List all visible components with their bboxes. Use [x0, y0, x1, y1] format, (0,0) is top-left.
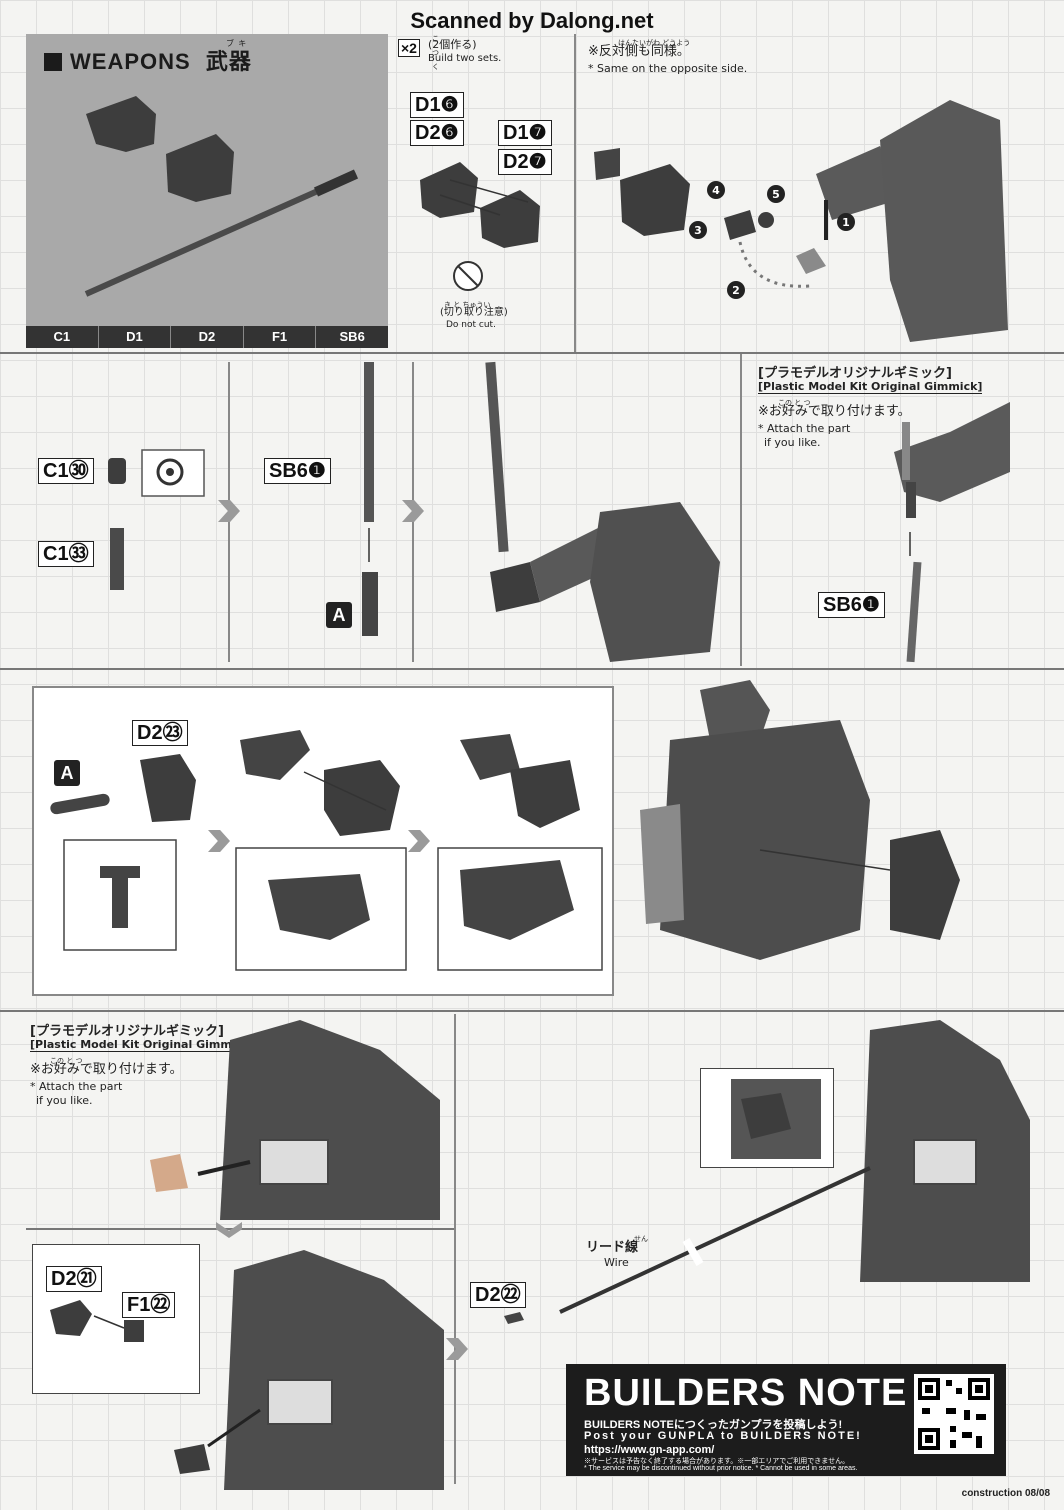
gimmick-heading-en: [Plastic Model Kit Original Gimmick] [758, 380, 983, 394]
marker-a: A [54, 760, 80, 786]
wire-ruby: せん [634, 1235, 648, 1243]
gimmick-heading-jp-2: [プラモデルオリジナルギミック] [30, 1024, 224, 1039]
part-label-c1-33: C1㉝ [38, 541, 94, 567]
no-cut-ruby: き と ちゅうい [444, 301, 491, 309]
gimmick-heading-jp: [プラモデルオリジナルギミック] [758, 366, 952, 381]
col-divider-top [574, 34, 576, 352]
hand-detail-illustration [731, 1079, 821, 1159]
part-label-c1-30: C1㉚ [38, 458, 94, 484]
sb6-assembly-illustration [362, 362, 378, 636]
row-divider-1 [0, 352, 1064, 354]
attach-en-2: if you like. [764, 436, 821, 449]
step-number-3: 3 [694, 224, 702, 237]
builders-note-disclaimer-jp: ※サービスは予告なく終了する場合があります。※一部エリアでご利用できません。 [584, 1458, 850, 1465]
attach-ruby-2: この と つ [50, 1057, 83, 1065]
runner-sb6: SB6 [315, 326, 388, 348]
row3-illustration [50, 730, 603, 971]
attach-ruby: この と つ [778, 399, 811, 407]
part-label-sb6-1b: SB6❶ [818, 592, 885, 618]
opposite-ruby: はんたいがわ どうよう [618, 39, 691, 47]
gimmick-stick-illustration [894, 402, 1010, 663]
weapons-title-ruby: ブ キ [226, 39, 248, 48]
row-divider-2 [0, 668, 1064, 670]
part-label-d1-7: D1❼ [498, 120, 552, 146]
scanner-credit: Scanned by Dalong.net [410, 8, 654, 33]
step-number-5: 5 [772, 188, 780, 201]
opposite-jp: ※反対側も同様。 [588, 44, 690, 59]
robot-arm-attach-illustration [174, 1250, 444, 1490]
weapons-illustration [84, 96, 359, 297]
wire-label-en: Wire [604, 1256, 629, 1269]
runner-f1: F1 [242, 326, 316, 348]
no-cut-en: Do not cut. [446, 320, 496, 330]
step-number-1: 1 [842, 216, 850, 229]
builders-note-disclaimer-en: * The service may be discontinued withou… [584, 1465, 858, 1472]
weapons-panel [26, 34, 388, 348]
two-sets-ruby: こ つく [432, 35, 439, 71]
wire-label-jp: リード線 [586, 1240, 639, 1255]
builders-note-url[interactable]: https://www.gn-app.com/ [584, 1444, 715, 1456]
part-label-d1-6: D1❻ [410, 92, 464, 118]
part-label-d2-23: D2㉓ [132, 720, 188, 746]
wire-illustration [504, 1166, 871, 1324]
weapons-title-jp: 武器 [205, 49, 252, 74]
row-divider-3 [0, 1010, 1064, 1012]
weapons-title-en: WEAPONS [70, 49, 191, 74]
two-sets-en: Build two sets. [428, 53, 502, 64]
robot-wrist-illustration [150, 1020, 440, 1220]
builders-note-line-en: Post your GUNPLA to BUILDERS NOTE! [584, 1430, 862, 1442]
part-label-sb6-1a: SB6❶ [264, 458, 331, 484]
c1-parts-illustration [108, 449, 205, 590]
qr-code-icon[interactable] [914, 1374, 994, 1454]
opposite-en: * Same on the opposite side. [588, 62, 748, 75]
two-sets-jp: (2個作る) [428, 38, 477, 51]
opposite-side-illustration: 4 3 5 1 2 [594, 100, 1008, 342]
row4-parts-illustration [50, 1300, 144, 1342]
part-label-f1-22: F1㉒ [122, 1292, 176, 1318]
two-sets-illustration [420, 162, 540, 291]
no-cut-jp: (切り取り注意) [440, 307, 508, 318]
part-label-d2-7: D2❼ [498, 149, 552, 175]
step-number-4: 4 [712, 184, 720, 197]
gimmick-heading-en-2: [Plastic Model Kit Original Gimmick] [30, 1038, 255, 1052]
part-label-d2-6: D2❻ [410, 120, 464, 146]
robot-body-illustration [640, 680, 960, 960]
robot-arm-illustration [485, 361, 720, 662]
hand-detail-inset [700, 1068, 834, 1168]
runner-c1: C1 [53, 329, 71, 344]
col-divider-r4 [454, 1014, 456, 1484]
part-label-d2-21: D2㉑ [46, 1266, 102, 1292]
runner-bar: C1 D1 D2 F1 SB6 [26, 326, 388, 348]
attach-jp-2: ※お好みで取り付けます。 [30, 1062, 183, 1077]
multiplier-badge: ×2 [398, 39, 420, 57]
attach-en-3: * Attach the part [30, 1080, 123, 1093]
runner-d1: D1 [97, 326, 171, 348]
step-arrow-icon [402, 500, 424, 522]
marker-a: A [326, 602, 352, 628]
builders-note-title: BUILDERS NOTE [584, 1372, 908, 1414]
step-number-2: 2 [732, 284, 740, 297]
step-arrow-icon [208, 830, 230, 852]
robot-wire-illustration [860, 1020, 1030, 1282]
builders-note-banner: BUILDERS NOTE BUILDERS NOTEにつくったガンプラを投稿し… [566, 1364, 1006, 1476]
step-arrow-icon [408, 830, 430, 852]
step-arrow-icon [446, 1338, 468, 1360]
col-divider-r2c [740, 354, 742, 666]
weapons-title: WEAPONS 武器 ブ キ [44, 39, 252, 76]
attach-en-1: * Attach the part [758, 422, 851, 435]
attach-jp: ※お好みで取り付けます。 [758, 404, 911, 419]
runner-d2: D2 [170, 326, 243, 348]
part-label-d2-22: D2㉒ [470, 1282, 526, 1308]
step-arrow-icon [218, 500, 240, 522]
page-footer: construction 08/08 [961, 1488, 1050, 1499]
builders-note-line-jp: BUILDERS NOTEにつくったガンプラを投稿しよう! [584, 1419, 843, 1431]
attach-en-4: if you like. [36, 1094, 93, 1107]
two-sets-note: ×2 こ つく (2個作る) Build two sets. [398, 35, 501, 71]
